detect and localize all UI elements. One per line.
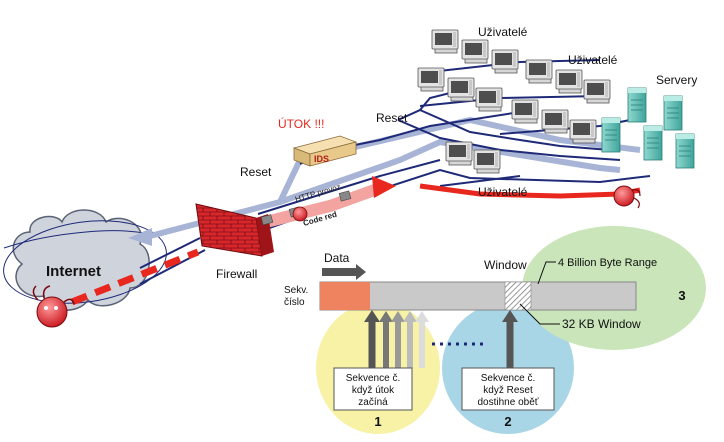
- reset-arrival-callout-line3: dostihne oběť: [477, 397, 538, 408]
- users-label-top: Uživatelé: [478, 25, 528, 39]
- firewall-label: Firewall: [216, 267, 257, 281]
- users-label-right: Uživatelé: [568, 53, 618, 67]
- servers-label: Servery: [656, 73, 697, 87]
- worm-bug-icon-servers: [613, 185, 641, 209]
- ids-sensor-icon: IDS: [292, 135, 358, 167]
- window-size-pointer-line: [519, 303, 560, 325]
- internet-cloud: Internet: [3, 209, 167, 311]
- attack-start-callout-line2: když útok: [352, 385, 395, 396]
- reset-arrival-callout: [461, 367, 555, 411]
- window-size-label: 32 KB Window: [562, 317, 641, 331]
- reset-sequence-arrow: [502, 310, 518, 374]
- attack-start-callout-line1: Sekvence č.: [346, 373, 400, 384]
- attack-start-callout: [333, 367, 413, 411]
- attack-alert-label: ÚTOK !!!: [278, 116, 324, 131]
- reset-label-right: Reset: [376, 111, 408, 125]
- reset-label-left: Reset: [240, 165, 272, 179]
- range-pointer-line: [537, 261, 556, 285]
- internet-label: Internet: [46, 263, 101, 280]
- tcp-window-segment: [504, 281, 532, 311]
- sequence-start-segment: [320, 282, 370, 310]
- workstation-group-top: Uživatelé: [431, 25, 528, 74]
- worm-bug-icon-tube: [292, 206, 308, 222]
- sequence-label-line2: číslo: [284, 297, 305, 308]
- circle-number-3: 3: [678, 288, 685, 303]
- ids-label: IDS: [314, 154, 329, 164]
- circle-number-2: 2: [504, 414, 511, 429]
- workstation-group-bottom: Uživatelé: [445, 141, 528, 199]
- attack-sequence-arrows: [364, 310, 429, 374]
- circle-number-1: 1: [374, 414, 381, 429]
- attack-start-callout-line3: začíná: [358, 397, 388, 408]
- workstation-group-right: Uživatelé: [511, 53, 618, 144]
- worm-bug-icon-left: [32, 285, 75, 328]
- data-label: Data: [324, 251, 350, 265]
- reset-arrival-callout-line2: když Reset: [483, 385, 533, 396]
- sequence-label-line1: Sekv.: [284, 285, 308, 296]
- sequence-number-bar: [319, 281, 637, 311]
- tcp-sequence-diagram: Data Sekv. číslo Window 4 Billion Byte R…: [284, 226, 706, 434]
- firewall-icon: Firewall: [195, 203, 274, 281]
- server-rack: Servery: [601, 73, 697, 169]
- window-label: Window: [484, 258, 527, 272]
- users-label-bottom: Uživatelé: [478, 185, 528, 199]
- reset-arrival-callout-line1: Sekvence č.: [481, 373, 535, 384]
- byte-range-label: 4 Billion Byte Range: [558, 257, 657, 269]
- data-direction-arrow: [322, 264, 366, 280]
